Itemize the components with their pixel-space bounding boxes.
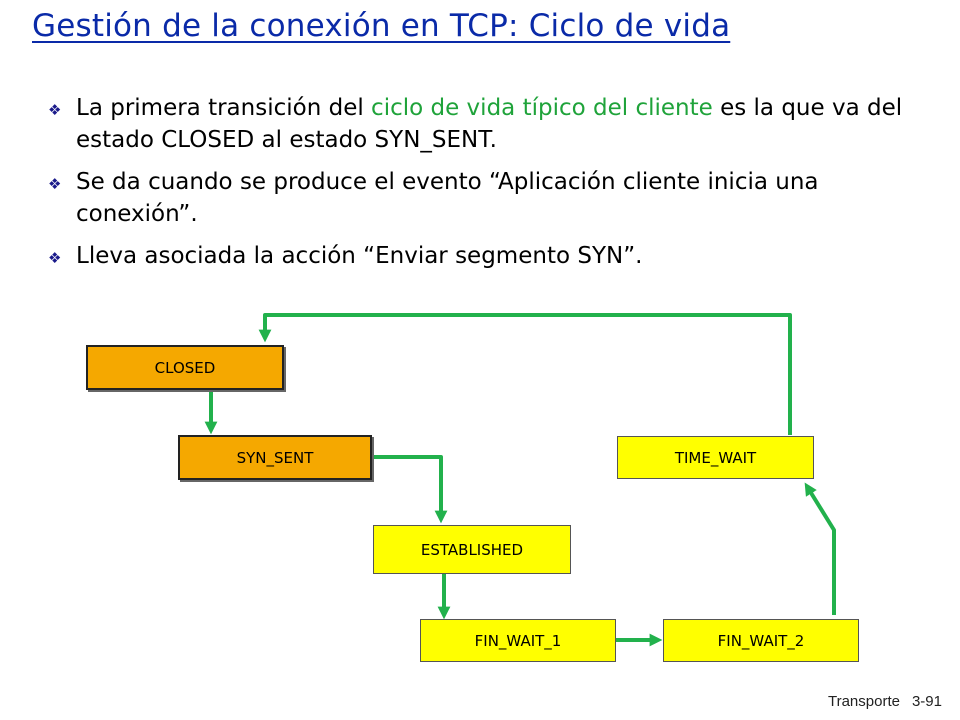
- diamond-bullet-icon: ❖: [48, 101, 62, 119]
- bullet-text: Lleva asociada la acción “Enviar segment…: [76, 243, 643, 269]
- footer-section: Transporte: [827, 693, 900, 710]
- bullet-text: Se da cuando se produce el evento “Aplic…: [76, 169, 819, 227]
- bullet-text-end: es la que va del estado CLOSED al estado…: [76, 95, 903, 153]
- state-established: ESTABLISHED: [373, 525, 571, 574]
- state-syn-sent: SYN_SENT: [178, 435, 372, 480]
- page-number: 3-91: [911, 693, 942, 710]
- bullet-text: La primera transición del: [76, 95, 372, 121]
- slide-footer: Transporte 3-91: [816, 693, 942, 710]
- bullet-highlight: ciclo de vida típico del cliente: [371, 95, 713, 121]
- bullet-item: ❖ Se da cuando se produce el evento “Apl…: [48, 166, 928, 230]
- state-fin-wait-1: FIN_WAIT_1: [420, 619, 616, 662]
- state-time-wait: TIME_WAIT: [617, 436, 814, 479]
- state-closed: CLOSED: [86, 345, 284, 390]
- arrow-fin-wait-2-to-time-wait: [804, 482, 836, 615]
- diamond-bullet-icon: ❖: [48, 175, 62, 193]
- bullet-item: ❖ La primera transición del ciclo de vid…: [48, 92, 928, 156]
- arrow-time-wait-to-closed: [258, 313, 792, 435]
- bullet-list: ❖ La primera transición del ciclo de vid…: [48, 92, 928, 282]
- slide-title: Gestión de la conexión en TCP: Ciclo de …: [32, 8, 731, 44]
- arrow-syn-sent-to-established: [372, 455, 448, 524]
- diamond-bullet-icon: ❖: [48, 249, 62, 267]
- state-fin-wait-2: FIN_WAIT_2: [663, 619, 859, 662]
- bullet-item: ❖ Lleva asociada la acción “Enviar segme…: [48, 240, 928, 272]
